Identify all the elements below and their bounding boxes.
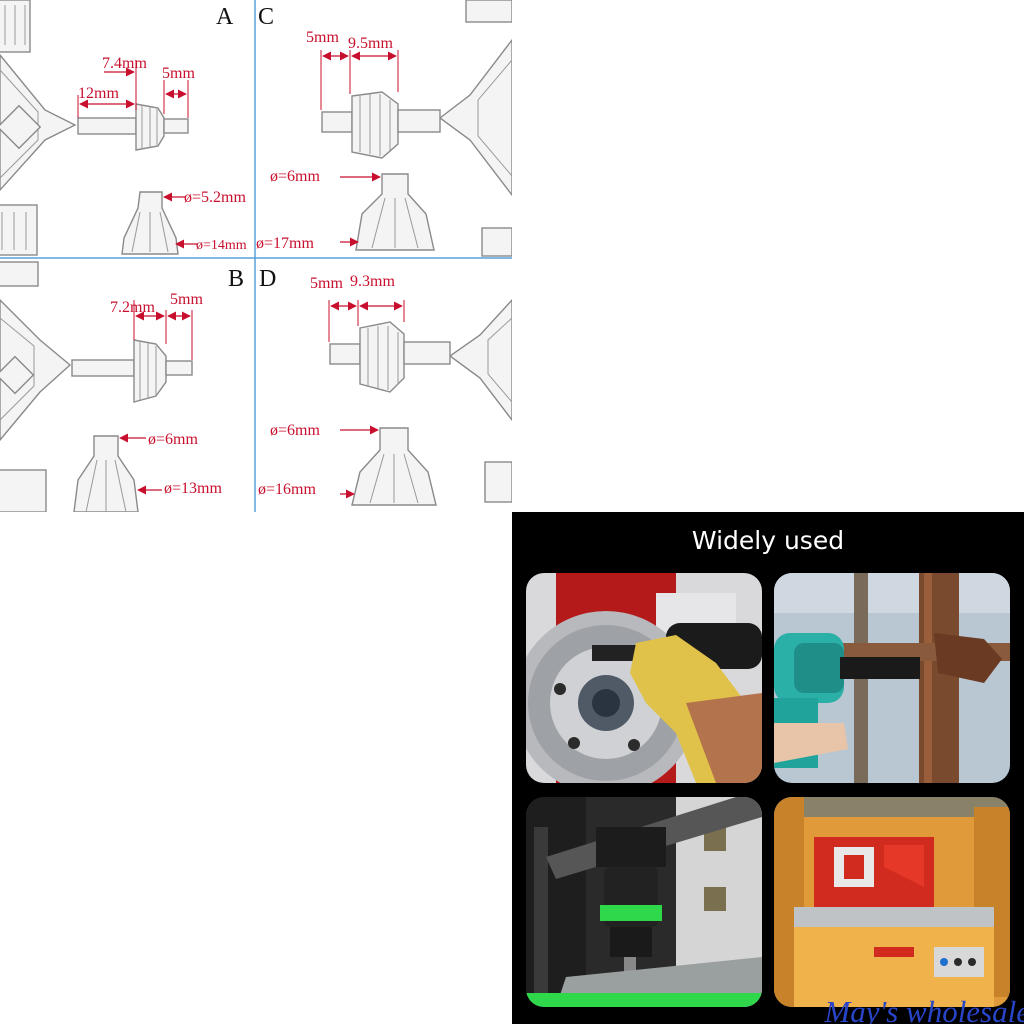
dim-c-diameter-tip: ø=6mm [270, 168, 320, 185]
dim-a-diameter-gear: ø=14mm [196, 238, 247, 253]
blank-area-top-right [512, 0, 1024, 512]
wheel-hub-icon [526, 573, 762, 783]
dim-b-5: 5mm [170, 291, 203, 308]
drill-icon [526, 797, 762, 1007]
dim-a-7-4: 7.4mm [102, 55, 147, 72]
photo-wheel-hub [526, 573, 762, 783]
dim-b-7-2: 7.2mm [110, 299, 155, 316]
dim-a-12: 12mm [78, 85, 119, 102]
dim-d-diameter-gear: ø=16mm [258, 481, 316, 498]
usage-title: Widely used [691, 526, 845, 555]
dim-c-5: 5mm [306, 29, 339, 46]
quadrant-label-b: B [228, 266, 244, 292]
quadrant-a-drawing [0, 0, 189, 256]
dim-b-diameter-tip: ø=6mm [148, 431, 198, 448]
quadrant-b-drawing [0, 261, 512, 512]
dim-a-diameter-tip: ø=5.2mm [184, 189, 246, 206]
quadrant-label-c: C [258, 4, 274, 30]
quadrant-c-drawing [321, 0, 512, 257]
dim-a-5: 5mm [162, 65, 195, 82]
dim-c-diameter-gear: ø=17mm [256, 235, 314, 252]
photo-impact-wrench [774, 573, 1010, 783]
quadrant-label-a: A [216, 4, 234, 30]
blank-area-bottom-left [0, 512, 512, 1024]
diagram-drawing: 7.4mm 5mm 12mm ø=5.2mm ø=14mm A 5mm 9.5m… [0, 0, 512, 512]
dim-d-5: 5mm [310, 275, 343, 292]
watermark: May's wholesale [824, 994, 1024, 1024]
quadrant-d-drawing [329, 298, 512, 506]
impact-wrench-icon [774, 573, 1010, 783]
dim-d-9-3: 9.3mm [350, 273, 395, 290]
ironworker-machine-icon [774, 797, 1010, 1007]
quadrant-label-d: D [259, 266, 276, 292]
chuck-key-dimension-diagram: 7.4mm 5mm 12mm ø=5.2mm ø=14mm A 5mm 9.5m… [0, 0, 512, 512]
dim-b-diameter-gear: ø=13mm [164, 480, 222, 497]
usage-panel: Widely used [512, 512, 1024, 1024]
photo-drill-press [526, 797, 762, 1007]
dim-c-9-5: 9.5mm [348, 35, 393, 52]
photo-ironworker [774, 797, 1010, 1007]
dim-d-diameter-tip: ø=6mm [270, 422, 320, 439]
